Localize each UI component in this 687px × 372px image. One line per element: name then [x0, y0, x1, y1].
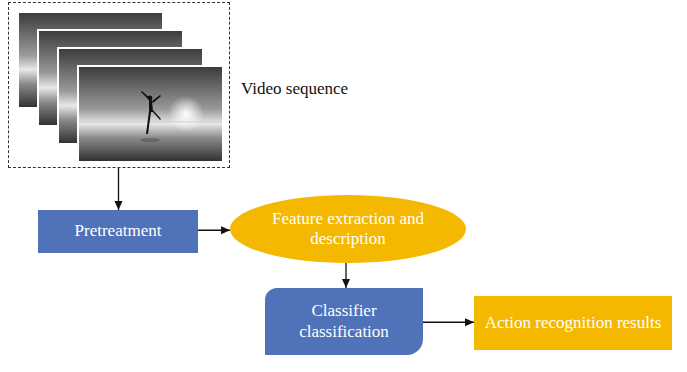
- node-label: Pretreatment: [75, 221, 162, 241]
- result-box: Action recognition results: [474, 296, 672, 350]
- node-label: Classifier classification: [275, 301, 413, 342]
- node-label: Feature extraction and description: [268, 209, 428, 250]
- process-ellipse: Feature extraction and description: [230, 195, 466, 263]
- process-box: Pretreatment: [38, 210, 198, 253]
- node-label: Video sequence: [241, 79, 348, 99]
- flow-arrow: [423, 322, 474, 323]
- front-frame: [78, 66, 223, 162]
- process-box: Classifier classification: [265, 288, 423, 355]
- flow-arrow: [198, 230, 230, 231]
- flow-arrow: [345, 263, 346, 288]
- video-sequence-frame: Video sequence: [8, 2, 230, 168]
- node-label: Action recognition results: [485, 313, 662, 333]
- flow-arrow: [118, 168, 119, 210]
